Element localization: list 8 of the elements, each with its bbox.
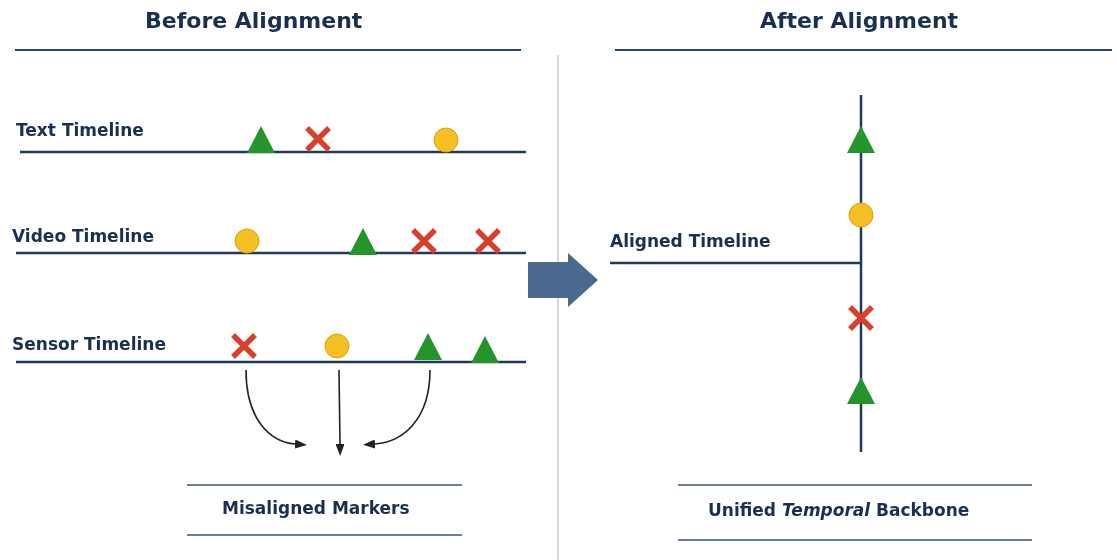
timeline-label: Video Timeline [12, 226, 154, 246]
timeline-label: Text Timeline [16, 120, 144, 140]
timeline-label: Sensor Timeline [12, 334, 166, 354]
caption-text: Misaligned Markers [222, 498, 410, 518]
panel-heading: After Alignment [760, 8, 959, 33]
timeline-label: Aligned Timeline [610, 231, 771, 251]
panel-heading: Before Alignment [145, 8, 363, 33]
caption-text: Unified Temporal Backbone [708, 500, 970, 520]
